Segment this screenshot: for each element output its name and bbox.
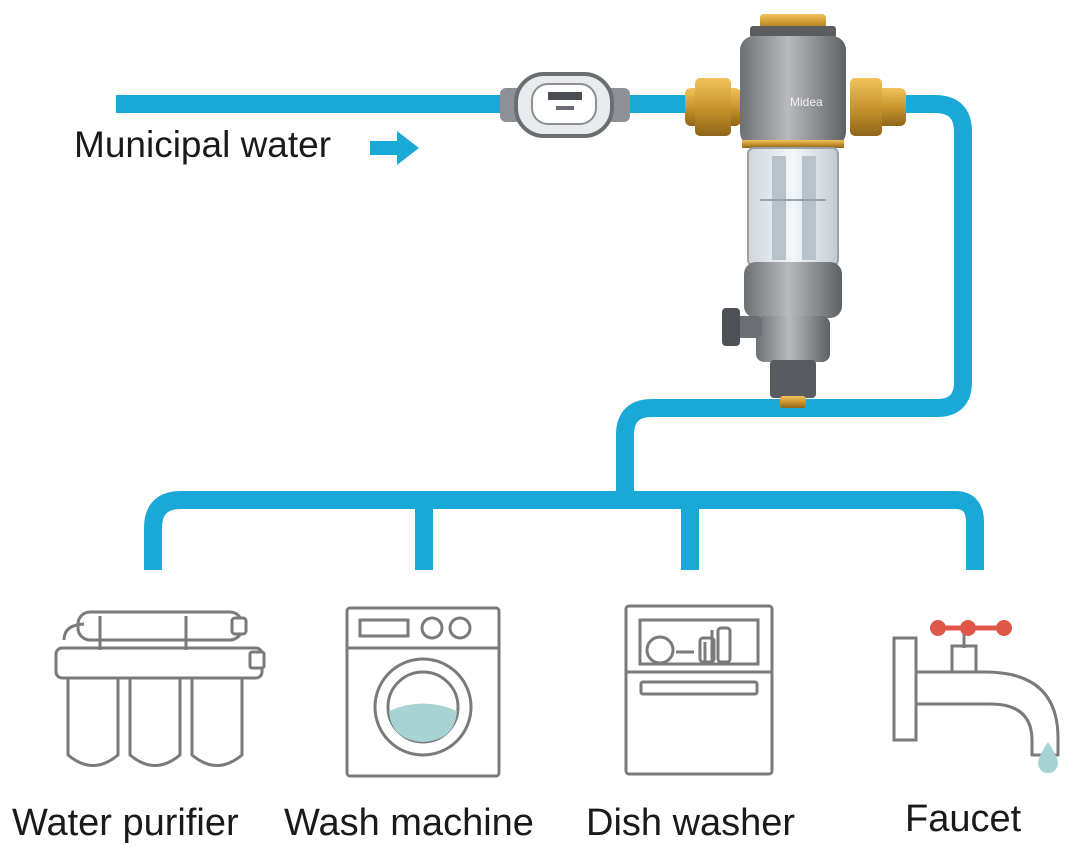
prefilter-brand-mark: Midea bbox=[790, 95, 823, 109]
appliance-label-water-purifier: Water purifier bbox=[12, 802, 239, 844]
water-meter-icon bbox=[500, 72, 630, 138]
appliance-label-dish-washer: Dish washer bbox=[586, 802, 796, 844]
distribution-pipe bbox=[144, 491, 984, 570]
washing-machine-icon bbox=[345, 606, 501, 778]
water-drop-icon bbox=[1038, 742, 1058, 773]
faucet-icon bbox=[892, 620, 1060, 773]
prefilter-icon: Midea bbox=[685, 14, 906, 408]
water-purifier-icon bbox=[54, 610, 266, 767]
right-arrow-icon bbox=[370, 131, 419, 165]
source-label: Municipal water bbox=[74, 124, 332, 165]
dishwasher-icon bbox=[624, 604, 774, 776]
appliance-label-wash-machine: Wash machine bbox=[284, 802, 534, 844]
outlet-pipe bbox=[616, 95, 972, 500]
pipe-network bbox=[116, 95, 984, 570]
appliance-label-faucet: Faucet bbox=[905, 798, 1022, 840]
